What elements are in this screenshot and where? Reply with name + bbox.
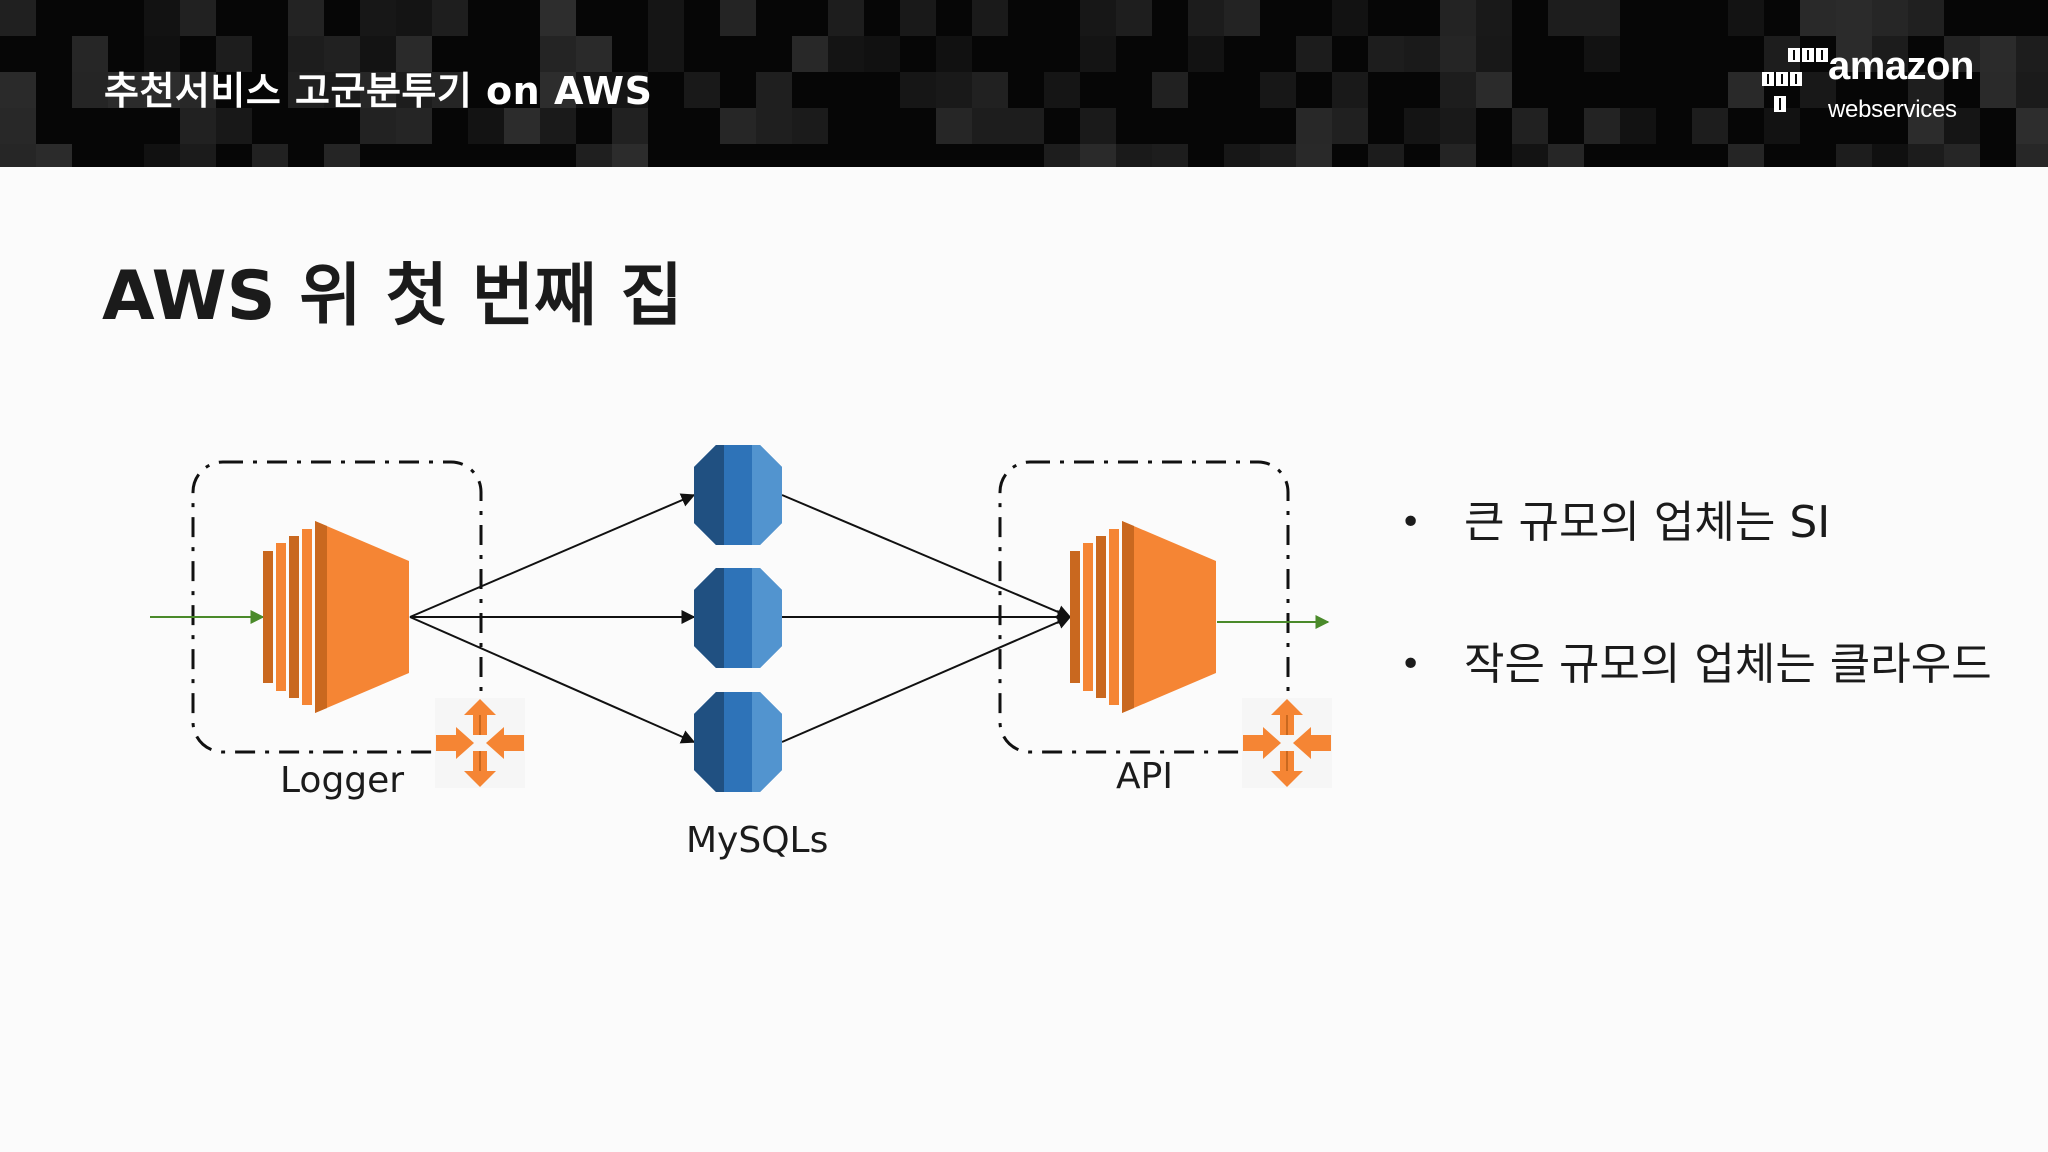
api-label: API bbox=[1116, 756, 1173, 797]
bullet-text: 큰 규모의 업체는 SI bbox=[1464, 497, 1831, 548]
auto-scaling-icon-api bbox=[1242, 698, 1332, 788]
logger-group-box bbox=[191, 460, 483, 754]
rds-database-icon-2 bbox=[694, 568, 782, 668]
bullet-list: • 큰 규모의 업체는 SI • 작은 규모의 업체는 클라우드 bbox=[1400, 492, 2000, 696]
arrow-logger-db1 bbox=[409, 493, 696, 618]
aws-logo: amazon webservices bbox=[1760, 44, 2000, 130]
bullet-item: • 큰 규모의 업체는 SI bbox=[1400, 492, 2000, 554]
mysqls-label: MySQLs bbox=[686, 820, 829, 861]
logo-wordmark-webservices: webservices bbox=[1828, 96, 1957, 123]
arrow-db1-api bbox=[781, 494, 1072, 619]
bullet-dot: • bbox=[1400, 644, 1422, 685]
rds-database-icon-3 bbox=[694, 692, 782, 792]
api-group-box bbox=[998, 460, 1290, 754]
logger-label: Logger bbox=[280, 760, 405, 801]
bullet-dot: • bbox=[1400, 502, 1422, 543]
presentation-title: 추천서비스 고군분투기 on AWS bbox=[104, 69, 653, 113]
header-bar: 추천서비스 고군분투기 on AWS amazon bbox=[0, 0, 2048, 167]
bullet-item: • 작은 규모의 업체는 클라우드 bbox=[1400, 634, 2000, 696]
auto-scaling-icon-logger bbox=[435, 698, 525, 788]
slide-title: AWS 위 첫 번째 집 bbox=[102, 257, 684, 336]
arrow-db3-api bbox=[781, 615, 1072, 743]
bullet-text: 작은 규모의 업체는 클라우드 bbox=[1464, 639, 1992, 690]
ec2-instance-icon-api bbox=[1070, 521, 1216, 713]
header-pattern bbox=[0, 0, 2048, 167]
logo-wordmark-amazon: amazon bbox=[1828, 44, 1974, 88]
arrow-logger-db3 bbox=[409, 616, 696, 744]
rds-database-icon-1 bbox=[694, 445, 782, 545]
aws-cubes-icon bbox=[1762, 48, 1828, 112]
ec2-instance-icon-logger bbox=[263, 521, 409, 713]
